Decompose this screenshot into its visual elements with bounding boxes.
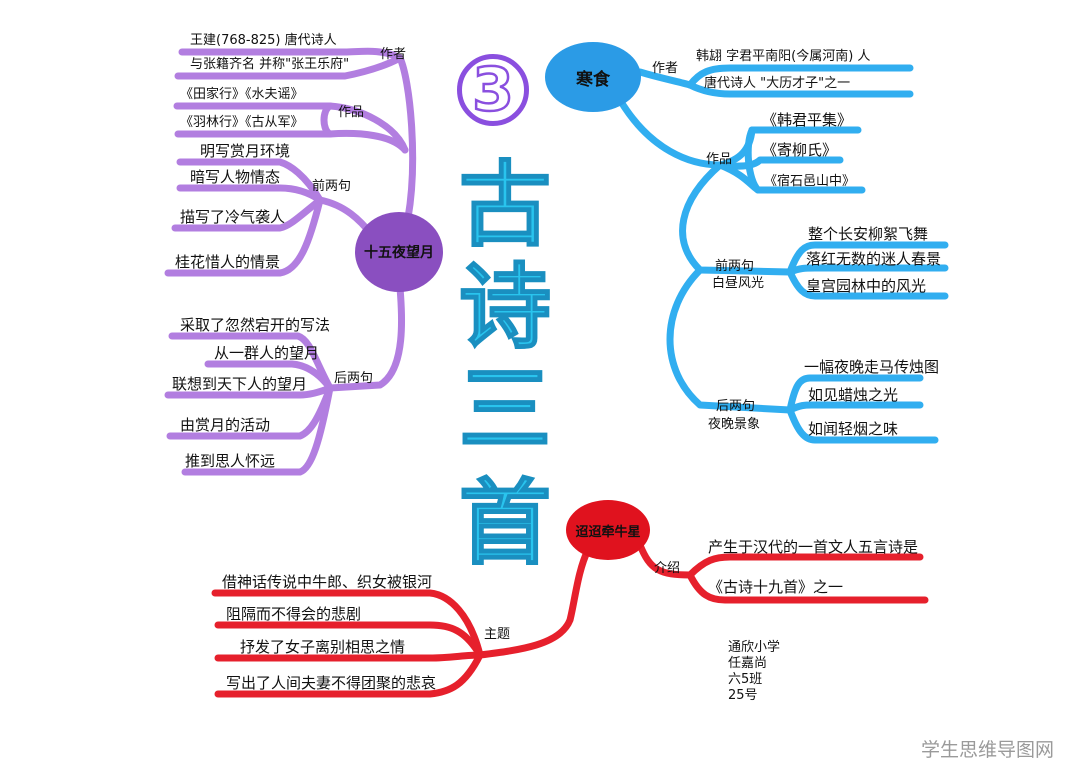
shiwuye-q-item-1: 明写赏月环境 [200,142,291,160]
hub-shiwuye: 十五夜望月 [355,212,443,292]
hanshi-q-item-1: 整个长安柳絮飞舞 [808,225,929,243]
watermark: 学生思维导图网 [920,739,1054,761]
shiwuye-h-item-1: 采取了忽然宕开的写法 [180,316,331,334]
shiwuye-h-item-2: 从一群人的望月 [214,344,320,362]
tiaotiao-j-line1: 产生于汉代的一首文人五言诗是 [708,538,919,556]
author-signature: 通欣小学 任嘉尚 六5班 25号 [728,640,780,704]
hanshi-work-2: 《寄柳氏》 [762,141,838,159]
hanshi-h-item-2: 如见蜡烛之光 [808,386,899,404]
hub-tiaotiao: 迢迢牵牛星 [566,500,650,560]
hanshi-h-item-1: 一幅夜晚走马传烛图 [804,358,940,376]
hanshi-author-line1: 韩翃 字君平南阳(今属河南) 人 [696,49,871,64]
title-char-3: 三 [458,356,552,463]
title-number: 3 [457,54,529,126]
shiwuye-author-line2: 与张籍齐名 并称"张王乐府" [190,57,350,72]
tiaotiao-z-item-2: 阻隔而不得会的悲剧 [226,605,362,623]
hanshi-qian-label-1: 前两句 [715,259,755,274]
shiwuye-q-item-2: 暗写人物情态 [190,168,281,186]
tiaotiao-z-item-4: 写出了人间夫妻不得团聚的悲哀 [226,674,437,692]
shiwuye-h-item-4: 由赏月的活动 [180,416,271,434]
shiwuye-works-line2: 《羽林行》《古从军》 [180,115,304,130]
hanshi-zuopin-label: 作品 [706,152,733,167]
hanshi-author-line2: 唐代诗人 "大历才子"之一 [704,76,851,91]
hanshi-zuozhe-label: 作者 [652,61,679,76]
tiaotiao-z-item-1: 借神话传说中牛郎、织女被银河 [222,573,433,591]
shiwuye-h-item-5: 推到思人怀远 [185,452,276,470]
hanshi-hou-label-1: 后两句 [716,399,756,414]
hub-hanshi: 寒食 [545,42,641,112]
shiwuye-q-item-4: 桂花惜人的情景 [175,253,281,271]
tiaotiao-zhuti-label: 主题 [484,627,511,642]
hanshi-h-item-3: 如闻轻烟之味 [808,420,899,438]
signature-number: 25号 [728,688,758,703]
tiaotiao-z-item-3: 抒发了女子离别相思之情 [240,638,406,656]
hanshi-hou-label-2: 夜晚景象 [708,417,761,432]
title-char-4: 首 [458,470,552,577]
signature-school: 通欣小学 [728,640,781,655]
title-char-2: 诗 [458,254,552,361]
title-char-1: 古 [458,152,552,259]
shiwuye-zuopin-label: 作品 [338,105,365,120]
signature-class: 六5班 [728,672,763,687]
tiaotiao-j-line2: 《古诗十九首》之一 [708,578,844,596]
shiwuye-works-line1: 《田家行》《水夫谣》 [180,87,304,102]
shiwuye-zuozhe-label: 作者 [380,47,407,62]
shiwuye-author-line1: 王建(768-825) 唐代诗人 [190,33,337,48]
shiwuye-h-item-3: 联想到天下人的望月 [172,375,308,393]
shiwuye-hou-label: 后两句 [334,371,374,386]
hanshi-work-1: 《韩君平集》 [762,111,853,129]
hanshi-work-3: 《宿石邑山中》 [764,174,856,189]
tiaotiao-jieshao-label: 介绍 [654,561,681,576]
shiwuye-q-item-3: 描写了冷气袭人 [180,208,286,226]
hanshi-q-item-2: 落红无数的迷人春景 [806,250,942,268]
red-branches [211,541,929,698]
blue-branches [616,64,949,444]
hanshi-qian-label-2: 白昼风光 [712,276,765,291]
hanshi-q-item-3: 皇宫园林中的风光 [806,277,927,295]
shiwuye-qian-label: 前两句 [312,179,352,194]
signature-name: 任嘉尚 [728,656,768,671]
